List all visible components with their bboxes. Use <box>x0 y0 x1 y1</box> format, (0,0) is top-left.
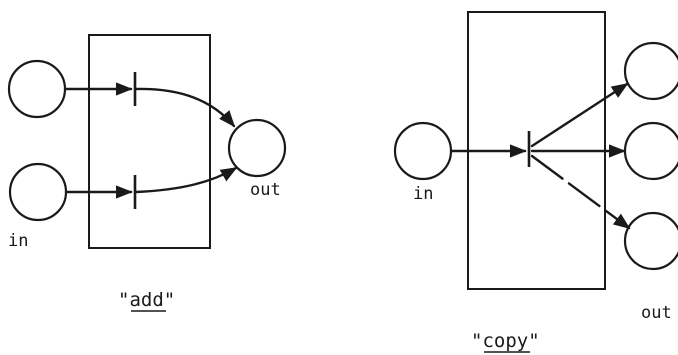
add-diagram: in out "add" <box>7 34 287 312</box>
copy-output-place-middle <box>623 121 678 181</box>
copy-arc-out-top <box>530 82 629 148</box>
add-caption: "add" <box>118 289 175 311</box>
copy-output-label: out <box>641 303 672 323</box>
add-arc-top-out <box>134 87 236 128</box>
add-box <box>88 34 211 249</box>
copy-caption: "copy" <box>471 330 540 352</box>
copy-output-place-bottom <box>623 211 678 271</box>
copy-input-place <box>393 121 453 181</box>
copy-diagram: in out "copy" <box>393 11 678 353</box>
add-input-place-top <box>7 59 67 119</box>
add-output-place <box>227 118 287 178</box>
copy-input-label: in <box>413 184 433 204</box>
add-input-place-bottom <box>8 162 68 222</box>
copy-output-place-top <box>623 41 678 101</box>
add-input-label: in <box>8 231 28 251</box>
copy-arc-out-bottom <box>530 154 631 230</box>
add-arc-bottom-out <box>134 166 238 194</box>
add-output-label: out <box>250 180 281 200</box>
